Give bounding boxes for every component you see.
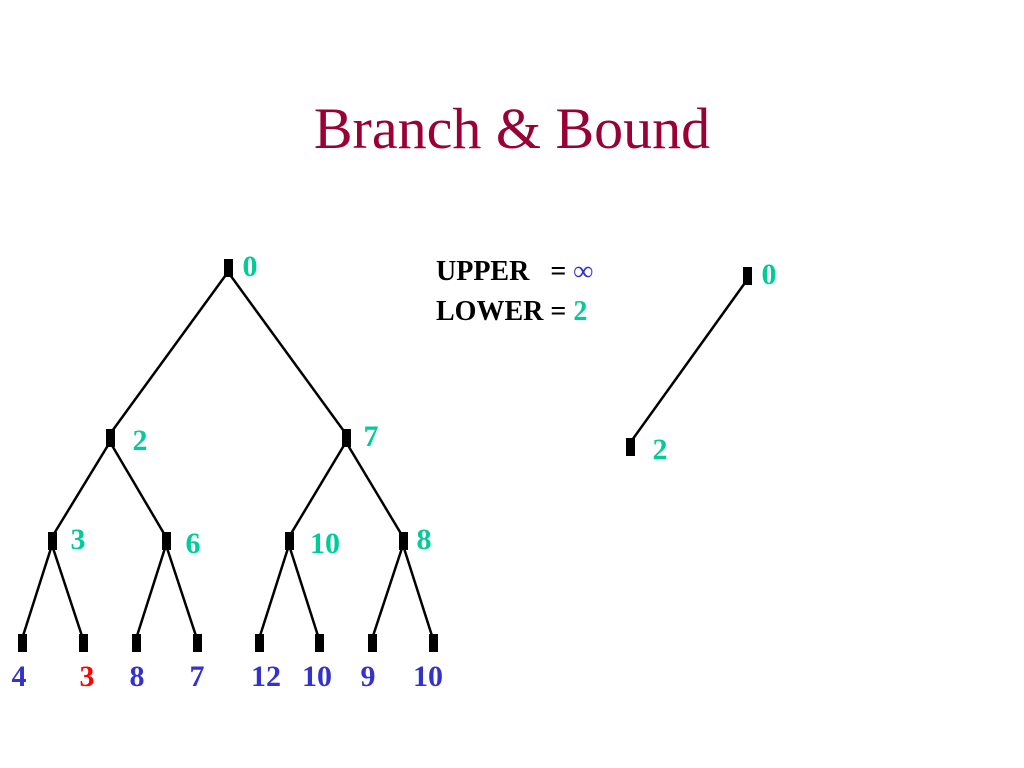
tree-edge	[164, 544, 199, 640]
tree-node-marker	[79, 634, 88, 652]
upper-value: ∞	[573, 256, 594, 287]
tree-node-marker	[368, 634, 377, 652]
tree-node-marker	[224, 259, 233, 277]
leaf-value-label: 10	[413, 660, 443, 693]
node-value-label: 6	[186, 527, 201, 560]
tree-node-marker	[106, 429, 115, 447]
node-value-label: 2	[133, 424, 148, 457]
tree-edge	[287, 441, 348, 538]
partial-tree-edges	[628, 279, 749, 444]
node-value-label: 10	[310, 527, 340, 560]
tree-node-marker	[193, 634, 202, 652]
tree-node-marker	[342, 429, 351, 447]
bounds-panel: UPPER = ∞ LOWER = 2	[436, 252, 593, 332]
tree-edge	[287, 544, 321, 640]
tree-edge	[20, 544, 54, 640]
tree-edge	[226, 271, 348, 435]
lower-value: 2	[573, 296, 588, 327]
node-value-label: 3	[71, 523, 86, 556]
tree-node-marker	[48, 532, 57, 550]
tree-node-marker	[255, 634, 264, 652]
tree-edge	[401, 544, 435, 640]
node-value-label: 0	[243, 250, 258, 283]
tree-node-marker	[132, 634, 141, 652]
upper-label: UPPER =	[436, 256, 574, 287]
tree-node-marker	[285, 532, 294, 550]
tree-edge	[108, 271, 230, 435]
leaf-value-label: 12	[251, 660, 281, 693]
upper-bound-row: UPPER = ∞	[436, 252, 593, 292]
tree-edge	[50, 441, 112, 538]
tree-node-marker	[18, 634, 27, 652]
tree-edge	[257, 544, 291, 640]
slide-title: Branch & Bound	[313, 96, 711, 161]
leaf-value-label: 10	[302, 660, 332, 693]
full-tree-edges	[20, 271, 435, 640]
tree-node-marker	[162, 532, 171, 550]
tree-node-marker	[626, 438, 635, 456]
tree-edge	[134, 544, 168, 640]
leaf-value-label: 8	[130, 660, 145, 693]
tree-node-marker	[429, 634, 438, 652]
node-value-label: 2	[653, 433, 668, 466]
leaf-value-label: 7	[190, 660, 205, 693]
lower-bound-row: LOWER = 2	[436, 292, 593, 332]
node-value-label: 7	[364, 420, 379, 453]
node-value-label: 8	[417, 523, 432, 556]
tree-edge	[108, 441, 168, 538]
node-value-label: 0	[762, 258, 777, 291]
lower-label: LOWER =	[436, 296, 574, 327]
tree-node-marker	[315, 634, 324, 652]
leaf-value-label: 9	[361, 660, 376, 693]
tree-edge	[370, 544, 405, 640]
tree-node-marker	[743, 267, 752, 285]
tree-edge	[628, 279, 749, 444]
tree-node-marker	[399, 532, 408, 550]
tree-edge	[50, 544, 85, 640]
leaf-value-label: 4	[12, 660, 27, 693]
tree-edge	[344, 441, 405, 538]
leaf-value-label: 3	[80, 660, 95, 693]
